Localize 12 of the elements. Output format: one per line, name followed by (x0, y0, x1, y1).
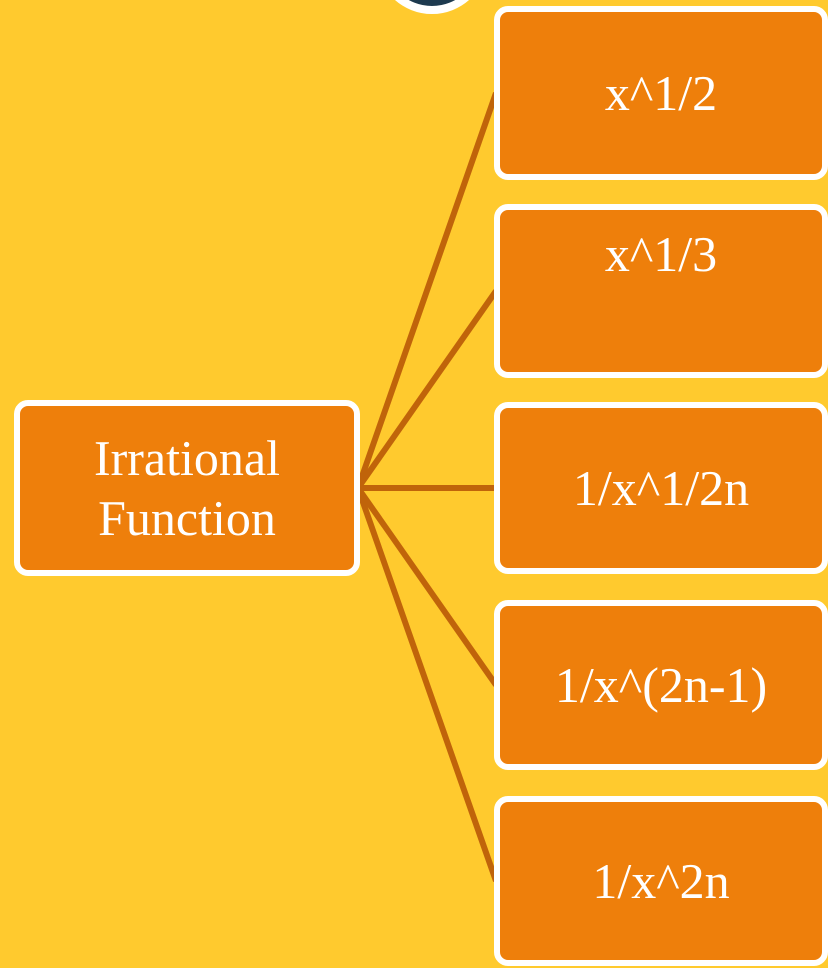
process-box (494, 796, 828, 966)
process-box (494, 6, 828, 180)
process-box (494, 402, 828, 574)
node-label: x^1/3 (604, 225, 718, 284)
node-label: 1/x^1/2n (572, 459, 750, 518)
process-box (494, 600, 828, 770)
node-label: 1/x^(2n-1) (554, 656, 768, 715)
node-label: Irrational Function (92, 429, 281, 548)
node-label: x^1/2 (604, 64, 718, 123)
process-box (14, 400, 360, 576)
process-box (494, 204, 828, 378)
node-label: 1/x^2n (592, 852, 730, 911)
